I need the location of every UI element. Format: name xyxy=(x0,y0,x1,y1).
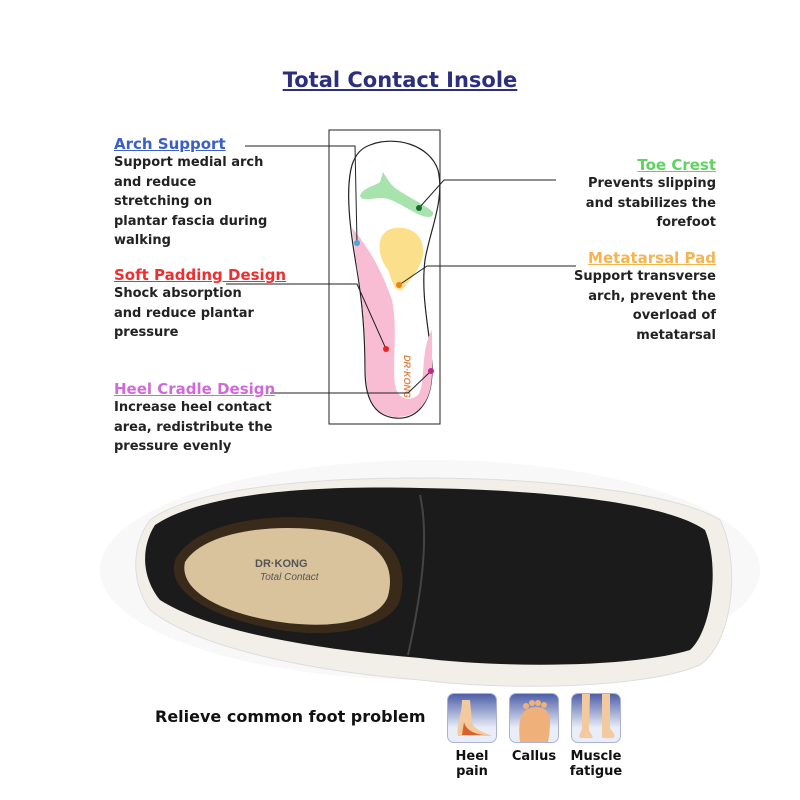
toe-crest-heading: Toe Crest xyxy=(637,156,716,174)
muscle-fatigue-icon xyxy=(571,693,621,743)
heel-cradle-block: Heel Cradle Design Increase heel contact… xyxy=(114,380,314,457)
heel-marker xyxy=(428,368,434,374)
toe-marker xyxy=(416,205,422,211)
heel-cradle-heading: Heel Cradle Design xyxy=(114,380,276,398)
metatarsal-pad-desc: Support transverse arch, prevent the ove… xyxy=(574,269,716,343)
soft-padding-block: Soft Padding Design Shock absorption and… xyxy=(114,266,287,343)
callout-lines xyxy=(226,145,576,394)
callus-icon xyxy=(509,693,559,743)
shoe-image: DR·KONG Total Contact xyxy=(100,460,760,687)
toe-crest-desc: Prevents slipping and stabilizes the for… xyxy=(585,176,716,230)
padding-marker xyxy=(383,346,389,352)
soft-padding-heading: Soft Padding Design xyxy=(114,266,287,284)
arch-marker xyxy=(354,240,360,246)
arch-support-heading: Arch Support xyxy=(114,135,226,153)
heel-pain-icon xyxy=(447,693,497,743)
problem-callus: Callus xyxy=(508,693,560,764)
toe-crest-zone xyxy=(360,172,434,217)
page-title: Total Contact Insole xyxy=(282,68,518,92)
metatarsal-pad-zone xyxy=(379,227,424,291)
soft-padding-desc: Shock absorption and reduce plantar pres… xyxy=(114,286,254,340)
muscle-fatigue-label: Muscle fatigue xyxy=(569,749,623,779)
problem-muscle-fatigue: Muscle fatigue xyxy=(568,693,624,779)
metatarsal-pad-block: Metatarsal Pad Support transverse arch, … xyxy=(546,249,716,345)
soft-padding-zone xyxy=(352,228,432,418)
arch-support-desc: Support medial arch and reduce stretchin… xyxy=(114,155,268,248)
relieve-heading: Relieve common foot problem xyxy=(155,707,426,726)
callus-label: Callus xyxy=(511,749,557,764)
heel-pain-label: Heel pain xyxy=(455,749,489,779)
insole-frame xyxy=(328,129,441,425)
metatarsal-marker xyxy=(396,282,402,288)
heel-cradle-desc: Increase heel contact area, redistribute… xyxy=(114,400,273,454)
insole-logo: DR·KONG xyxy=(402,355,412,398)
toe-crest-block: Toe Crest Prevents slipping and stabiliz… xyxy=(546,156,716,233)
arch-support-block: Arch Support Support medial arch and red… xyxy=(114,135,284,251)
shoe-logo-line: Total Contact xyxy=(260,572,320,583)
shoe-logo-brand: DR·KONG xyxy=(255,558,308,570)
metatarsal-pad-heading: Metatarsal Pad xyxy=(588,249,716,267)
problem-heel-pain: Heel pain xyxy=(446,693,498,779)
